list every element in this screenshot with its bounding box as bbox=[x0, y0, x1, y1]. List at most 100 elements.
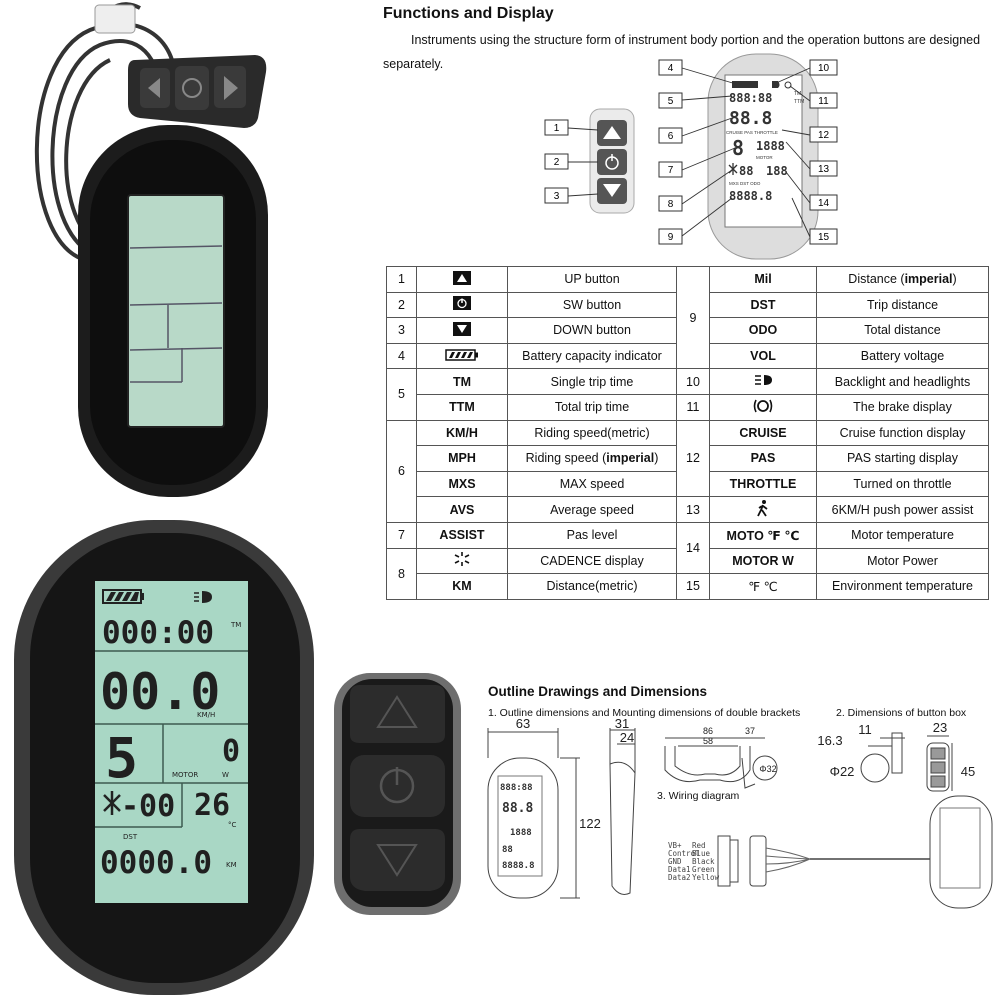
item-code: MPH bbox=[416, 445, 508, 472]
outline-drawings: 888:88 88.8 1888 88 8888.8 63 31 24 122 … bbox=[487, 718, 993, 909]
item-desc: 6KM/H push power assist bbox=[816, 496, 989, 523]
row-number: 11 bbox=[676, 393, 710, 421]
function-callout-diagram: 888:88 TM TTM 88.8 CRUISE PAS THROTTLE 8… bbox=[544, 53, 838, 260]
callout-3: 3 bbox=[554, 191, 560, 202]
table-row: 3 DOWN button ODO Total distance bbox=[386, 317, 989, 344]
row-number: 7 bbox=[386, 521, 417, 549]
item-desc: Total trip time bbox=[507, 393, 677, 421]
lcd-time-unit: TM bbox=[230, 621, 241, 629]
item-desc: Battery voltage bbox=[816, 342, 989, 370]
item-desc: Single trip time bbox=[507, 368, 677, 395]
diagram-display: 888:88 TM TTM 88.8 CRUISE PAS THROTTLE 8… bbox=[707, 53, 819, 260]
lcd-motor-value: 0 bbox=[222, 734, 240, 769]
diagram-cadence: 88 bbox=[739, 164, 753, 178]
callout-4: 4 bbox=[668, 63, 674, 74]
item-desc: Distance (imperial) bbox=[816, 266, 989, 293]
callout-7: 7 bbox=[668, 165, 674, 176]
down-button bbox=[350, 829, 445, 891]
row-number: 13 bbox=[676, 496, 710, 523]
item-code: ℉ ℃ bbox=[709, 573, 817, 600]
wire-color-red: Red bbox=[692, 841, 706, 850]
item-desc: Average speed bbox=[507, 496, 677, 523]
outline-caption-1: 1. Outline dimensions and Mounting dimen… bbox=[488, 707, 801, 719]
wire-color-yellow: Yellow bbox=[692, 873, 720, 882]
row-number: 3 bbox=[386, 317, 417, 344]
item-desc: Turned on throttle bbox=[816, 470, 989, 498]
dim-122: 122 bbox=[579, 816, 601, 831]
dim-31: 31 bbox=[615, 718, 629, 731]
display-photo-large: 000:00 TM 00.0 KM/H 5 0 MOTOR W -00 26 °… bbox=[14, 520, 314, 995]
row-number: 15 bbox=[676, 573, 710, 600]
outline-caption-2: 2. Dimensions of button box bbox=[836, 707, 967, 719]
remote-button-box bbox=[128, 55, 267, 128]
lcd-time: 000:00 bbox=[102, 615, 214, 651]
callout-8: 8 bbox=[668, 199, 674, 210]
item-code: KM/H bbox=[416, 419, 508, 447]
callout-1: 1 bbox=[554, 123, 560, 134]
cadence-icon bbox=[416, 547, 508, 575]
diagram-assist: 8 bbox=[732, 136, 744, 160]
row-number: 14 bbox=[676, 521, 710, 575]
display-photo-with-remote bbox=[34, 2, 268, 497]
up-triangle-icon bbox=[416, 266, 508, 293]
row-number: 12 bbox=[676, 419, 710, 498]
item-code: ASSIST bbox=[416, 521, 508, 549]
dim-63: 63 bbox=[516, 718, 530, 731]
lcd-speed-unit: KM/H bbox=[197, 711, 215, 719]
diagram-ttm: TTM bbox=[794, 99, 804, 105]
lcd-temperature: 26 bbox=[194, 788, 230, 823]
dim-45: 45 bbox=[961, 764, 975, 779]
item-desc: Riding speed(metric) bbox=[507, 419, 677, 447]
callout-10: 10 bbox=[818, 63, 830, 74]
table-row: TTM Total trip time 11 The brake display bbox=[387, 393, 989, 421]
table-row: 4 Battery capacity indicator VOL Battery… bbox=[386, 342, 989, 370]
item-code: PAS bbox=[709, 445, 817, 472]
mini-lcd-distance: 8888.8 bbox=[502, 861, 535, 871]
diagram-motor-label: MOTOR bbox=[756, 155, 773, 160]
item-code: ODO bbox=[709, 317, 817, 344]
diagram-modes: CRUISE PAS THROTTLE bbox=[726, 130, 778, 135]
mini-lcd-time: 888:88 bbox=[500, 783, 533, 793]
callout-5: 5 bbox=[668, 96, 674, 107]
callout-9: 9 bbox=[668, 232, 674, 243]
cadence-icon bbox=[103, 791, 121, 815]
diagram-speed: 88.8 bbox=[729, 108, 772, 129]
outline-title: Outline Drawings and Dimensions bbox=[488, 684, 708, 699]
callout-15: 15 bbox=[818, 232, 830, 243]
section-title: Functions and Display bbox=[383, 5, 554, 22]
dim-37: 37 bbox=[745, 726, 755, 736]
item-desc: The brake display bbox=[816, 393, 989, 421]
diagram-button-box bbox=[589, 108, 635, 214]
row-number: 9 bbox=[676, 265, 710, 370]
item-code: TM bbox=[416, 368, 508, 395]
bracket-outline bbox=[664, 746, 751, 783]
table-row: 5 TM Single trip time 10 Backlight and h… bbox=[386, 368, 989, 421]
connector-plug bbox=[94, 4, 136, 34]
dim-11: 11 bbox=[858, 722, 872, 737]
item-desc: Environment temperature bbox=[816, 573, 989, 600]
item-desc: MAX speed bbox=[507, 470, 677, 498]
wire-label-gnd: GND bbox=[668, 857, 682, 866]
item-desc: Total distance bbox=[816, 317, 989, 344]
lcd-distance-unit: KM bbox=[226, 861, 237, 869]
item-desc: DOWN button bbox=[507, 317, 677, 344]
table-row: 6 KM/H Riding speed(metric) 12 CRUISE Cr… bbox=[386, 419, 989, 523]
item-code: MOTOR W bbox=[709, 547, 817, 575]
item-code: CRUISE bbox=[709, 419, 817, 447]
lcd-speed: 00.0 bbox=[100, 663, 220, 721]
row-number: 2 bbox=[386, 291, 417, 319]
lcd-motor-label: MOTOR bbox=[172, 771, 198, 779]
up-button bbox=[350, 685, 445, 743]
item-desc: SW button bbox=[507, 291, 677, 319]
item-code: Mil bbox=[709, 266, 817, 293]
front-outline bbox=[487, 757, 559, 899]
button-box-photo bbox=[334, 673, 461, 915]
row-number: 4 bbox=[386, 342, 417, 370]
item-desc: PAS starting display bbox=[816, 445, 989, 472]
item-desc: Motor temperature bbox=[816, 521, 989, 549]
table-row: 7 ASSIST Pas level 14 MOTO ℉ ℃ Motor tem… bbox=[386, 521, 989, 575]
row-number: 1 bbox=[386, 266, 417, 293]
button-box-side bbox=[891, 732, 903, 774]
battery-icon bbox=[102, 589, 144, 604]
intro-paragraph: Instruments using the structure form of … bbox=[383, 33, 981, 71]
